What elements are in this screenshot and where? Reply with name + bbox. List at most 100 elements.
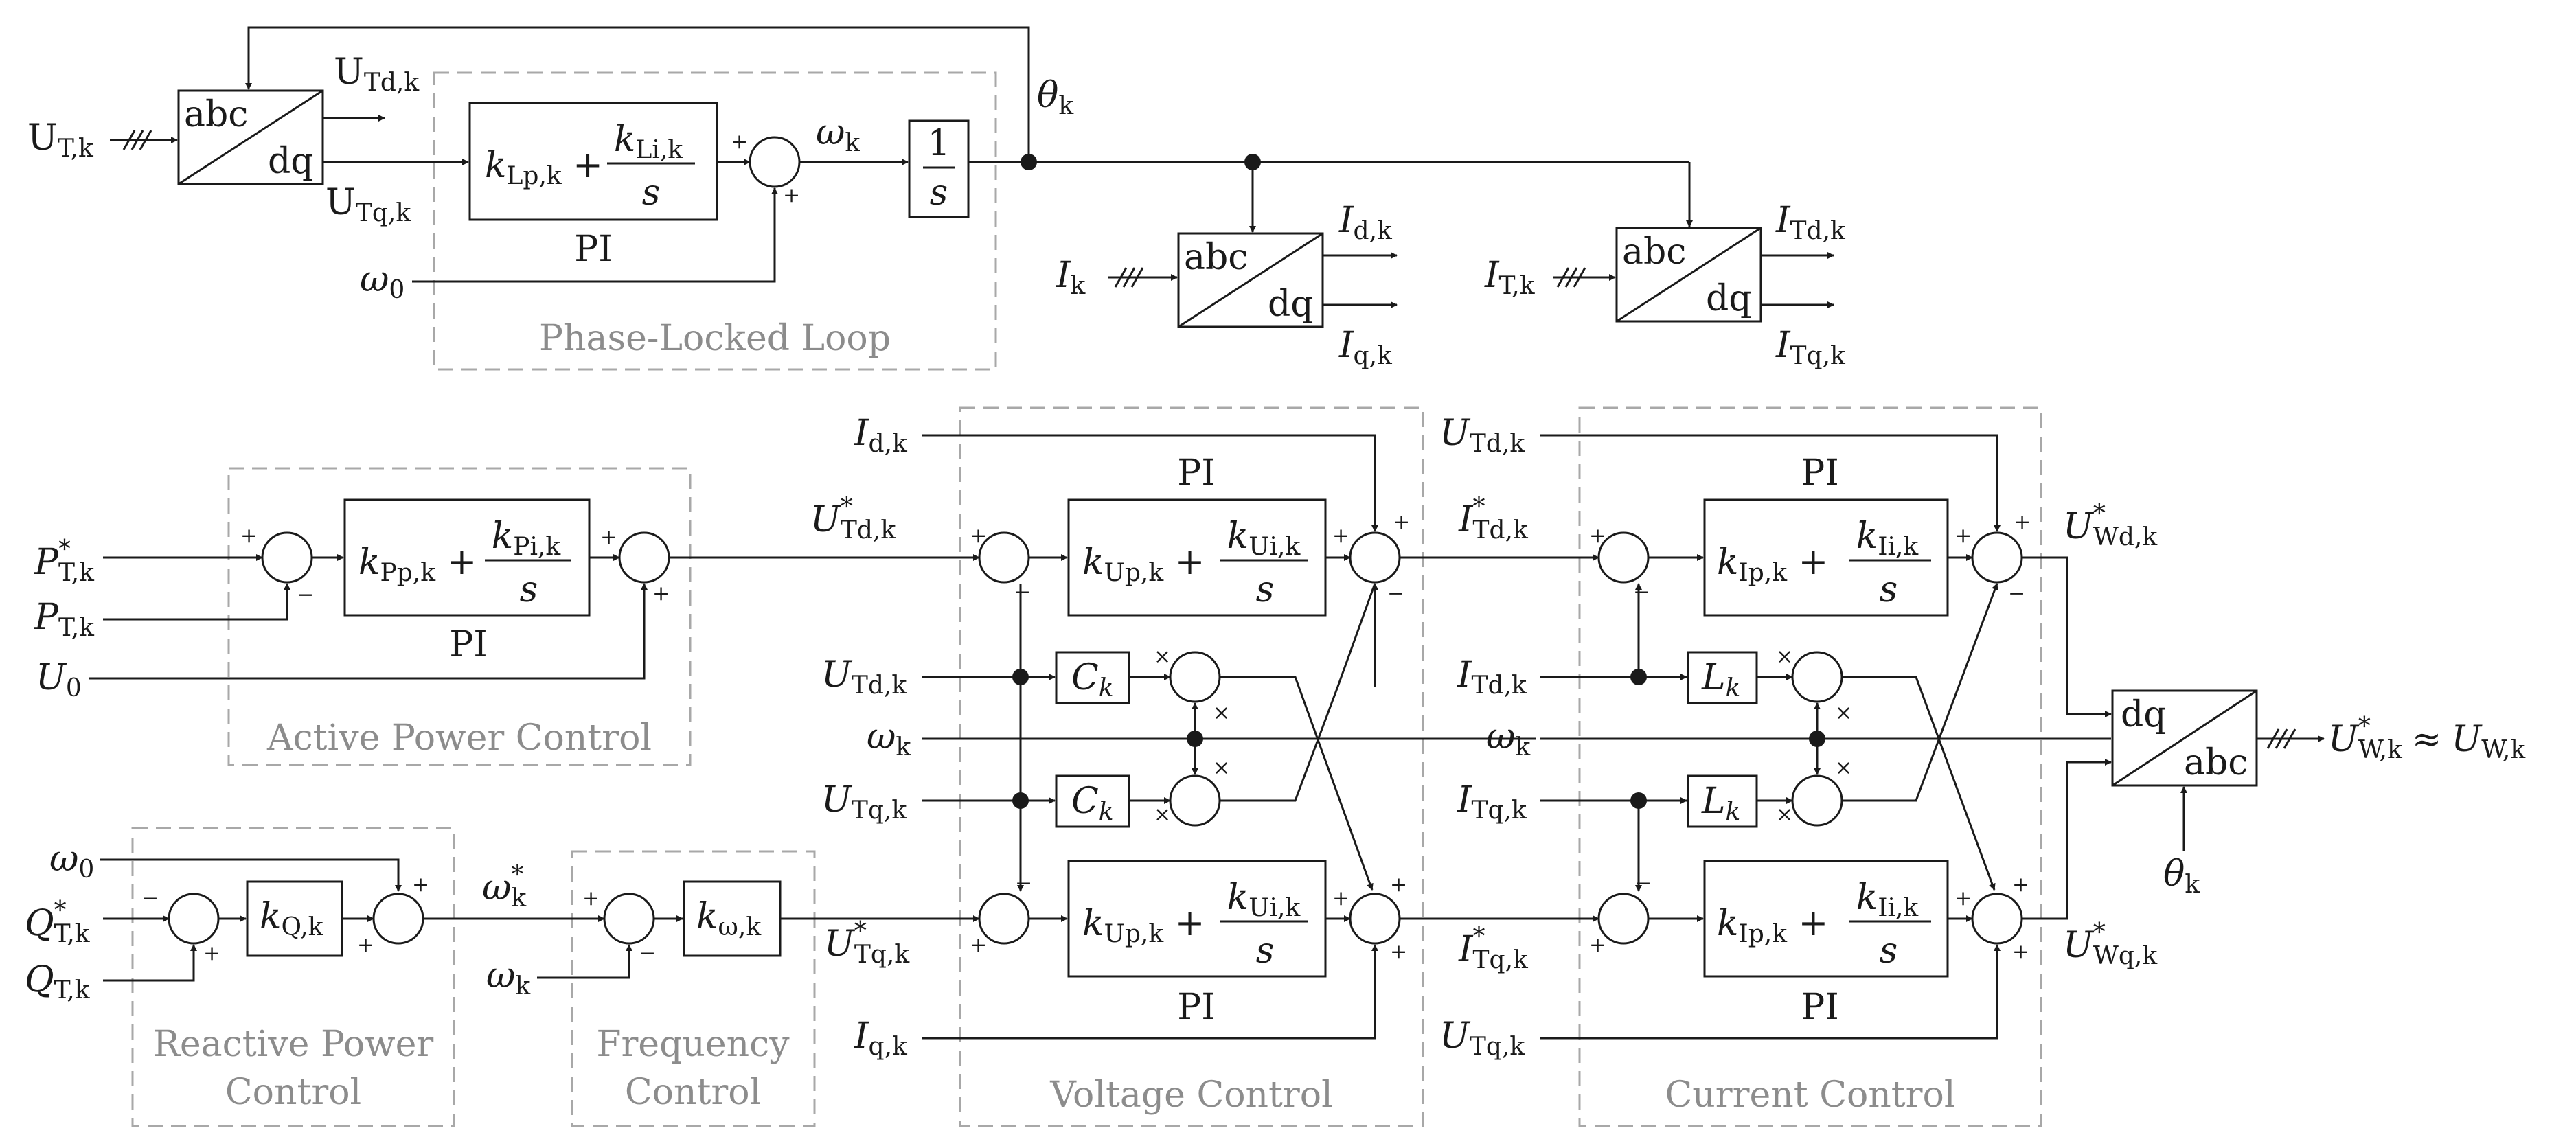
svg-text:kIp,k +: kIp,k +	[1717, 542, 1828, 587]
svg-text:+: +	[1390, 940, 1407, 964]
svg-text:kω,k: kω,k	[696, 896, 762, 941]
ik-label: Ik	[1056, 255, 1086, 300]
svg-text:kIp,k +: kIp,k +	[1717, 903, 1828, 948]
svg-text:abc: abc	[184, 94, 248, 135]
cc-mult-d	[1791, 651, 1843, 703]
svg-text:−: −	[1633, 580, 1650, 604]
svg-text:s: s	[1880, 930, 1898, 972]
c-block-d: Ck	[1055, 651, 1130, 704]
svg-text:dq: dq	[2121, 694, 2167, 735]
vc-pi-d-caption: PI	[1177, 452, 1216, 494]
svg-text:kQ,k: kQ,k	[260, 896, 324, 941]
svg-text:s: s	[1256, 930, 1275, 972]
omega-fc-label: ωk	[486, 955, 531, 1000]
pll-sum	[749, 136, 801, 188]
svg-text:s: s	[930, 172, 948, 214]
svg-text:abc: abc	[2184, 742, 2248, 783]
svg-text:×: ×	[1213, 701, 1230, 725]
svg-text:×: ×	[1154, 803, 1171, 827]
dq-abc-transform-output: dq abc	[2111, 689, 2258, 787]
svg-text:+: +	[1589, 933, 1606, 957]
ut-input-label: UT,k	[27, 117, 94, 163]
itd-label: ITd,k	[1775, 200, 1846, 245]
pll-pi-block: kLp,k + kLi,k s	[468, 102, 718, 221]
svg-text:abc: abc	[1622, 231, 1686, 273]
svg-text:+: +	[412, 873, 429, 897]
svg-text:Lk: Lk	[1701, 657, 1740, 702]
svg-text:dq: dq	[1268, 284, 1314, 325]
apc-sum-2	[618, 531, 670, 584]
utq-cc-label: UTq,k	[1439, 1015, 1525, 1061]
svg-text:kIi,k: kIi,k	[1856, 877, 1919, 922]
kw-block: kω,k	[683, 880, 782, 957]
svg-text:+: +	[1390, 873, 1407, 897]
svg-text:+: +	[2014, 510, 2031, 534]
svg-text:+: +	[1332, 524, 1349, 548]
rpc-sum-1	[168, 893, 220, 945]
vc-pi-q-caption: PI	[1177, 987, 1216, 1028]
utq-ref-label: U*Tq,k	[824, 917, 910, 969]
iq-vc-label: Iq,k	[854, 1015, 908, 1061]
svg-text:×: ×	[1213, 756, 1230, 780]
svg-text:+: +	[203, 941, 220, 965]
itd-ref-label: I*Td,k	[1458, 493, 1529, 544]
cc-pi-d-block: kIp,k + kIi,k s	[1703, 498, 1949, 617]
vc-group-title: Voltage Control	[1049, 1075, 1332, 1116]
svg-text:+: +	[652, 582, 670, 606]
cc-out-sum-d	[1971, 531, 2023, 584]
svg-text:−: −	[297, 583, 314, 607]
cc-pi-d-caption: PI	[1801, 452, 1839, 494]
svg-text:−: −	[141, 886, 159, 910]
svg-text:kUp,k +: kUp,k +	[1082, 542, 1205, 587]
svg-text:+: +	[2012, 940, 2029, 964]
svg-text:s: s	[1880, 569, 1898, 610]
abc-dq-transform-transformer-current: abc dq	[1615, 227, 1762, 323]
svg-text:−: −	[1014, 580, 1031, 604]
cc-pi-q-caption: PI	[1801, 987, 1839, 1028]
vc-group	[959, 406, 1424, 1127]
theta-label: θk	[1037, 75, 1074, 120]
cc-group	[1578, 406, 2042, 1127]
svg-text:kIi,k: kIi,k	[1856, 516, 1919, 561]
apc-group-title: Active Power Control	[266, 718, 652, 759]
utd-pll-label: UTd,k	[334, 51, 420, 97]
svg-text:kLi,k: kLi,k	[614, 119, 683, 164]
pll-group-title: Phase-Locked Loop	[539, 318, 891, 359]
svg-text:s: s	[520, 569, 538, 610]
itq-label: ITq,k	[1775, 325, 1846, 370]
omega-cc-label: ωk	[1486, 716, 1531, 761]
svg-text:+: +	[970, 933, 987, 957]
svg-text:abc: abc	[1184, 237, 1248, 278]
abc-dq-transform-pll: abc dq	[177, 89, 324, 185]
svg-text:Ck: Ck	[1071, 657, 1114, 702]
p-ref-label: P*T,k	[34, 536, 95, 587]
svg-text:kLp,k +: kLp,k +	[485, 145, 603, 190]
q-ref-label: Q*T,k	[25, 897, 91, 948]
svg-text:+: +	[1954, 524, 1972, 548]
id-label: Id,k	[1338, 200, 1393, 245]
u0-label: U0	[36, 657, 82, 702]
utq-pll-label: UTq,k	[326, 182, 411, 227]
itq-ref-label: I*Tq,k	[1458, 923, 1529, 974]
it-label: IT,k	[1484, 255, 1536, 300]
svg-text:+: +	[783, 183, 800, 207]
vc-pi-d-block: kUp,k + kUi,k s	[1067, 498, 1327, 617]
rpc-sum-2	[372, 893, 424, 945]
theta-out-label: θk	[2163, 853, 2200, 899]
uwd-label: U*Wd,k	[2063, 500, 2158, 551]
abc-dq-transform-current: abc dq	[1177, 232, 1324, 328]
svg-text:kPi,k: kPi,k	[492, 516, 562, 561]
apc-pi-caption: PI	[449, 624, 488, 665]
fc-group-title-1: Frequency	[596, 1024, 790, 1065]
rpc-group-title-1: Reactive Power	[153, 1024, 434, 1065]
id-vc-label: Id,k	[854, 413, 908, 458]
svg-text:+: +	[600, 525, 617, 549]
iq-label: Iq,k	[1338, 325, 1393, 370]
svg-text:s: s	[1256, 569, 1275, 610]
svg-text:−: −	[2008, 582, 2025, 606]
vc-out-sum-q	[1349, 893, 1401, 945]
group-boxes	[131, 71, 2042, 1127]
uw-output-label: U*W,k≈UW,k	[2328, 713, 2526, 764]
svg-text:+: +	[2012, 873, 2029, 897]
